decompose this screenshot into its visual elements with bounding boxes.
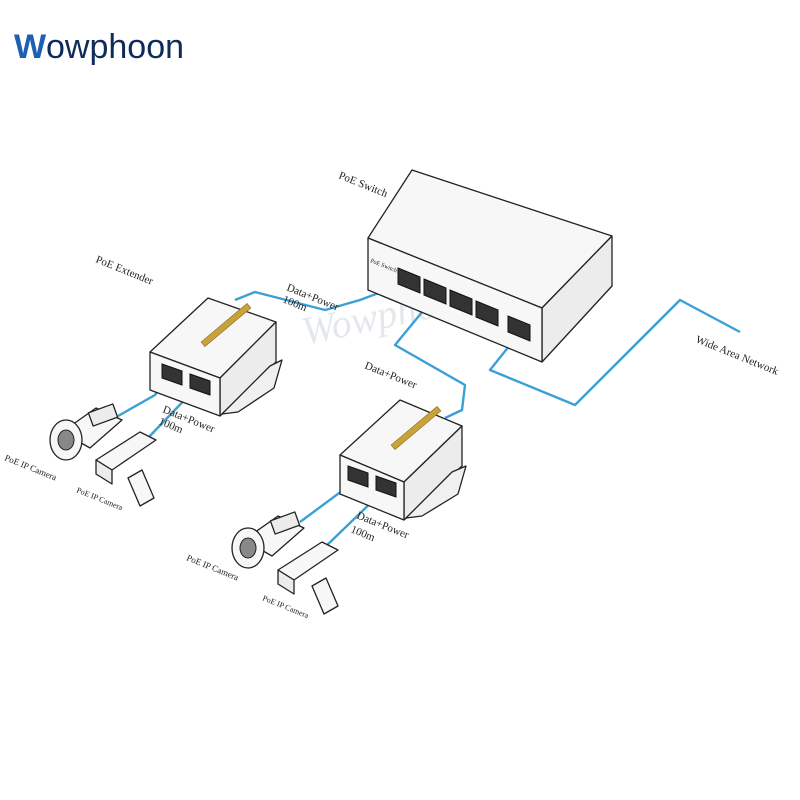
switch-port-4 [475,300,499,327]
right-extender-port-1 [347,465,369,488]
brand-logo: W owphoon [14,28,184,66]
left-extender-label: PoE Extender [94,254,155,288]
left-box-body [95,431,157,471]
left-box-stand [127,469,155,507]
switch-port-1 [397,267,421,294]
left-extender-port-1 [161,363,183,386]
switch-port-uplink [507,315,531,342]
label-wan: Wide Area Network [694,334,781,378]
right-extender-mount [405,465,467,519]
right-box-body [277,541,339,581]
right-box-camera [277,541,339,615]
label-left-bullet-camera: PoE IP Camera [3,453,58,483]
left-bullet-mount [87,403,119,427]
left-box-camera [95,431,157,507]
right-box-front [277,569,295,595]
switch-label: PoE Switch [337,170,390,201]
left-box-front [95,459,113,485]
left-extender-sticker [200,302,252,348]
right-box-stand [311,577,339,615]
left-extender-port-2 [189,373,211,396]
poe-extender-left [149,297,283,417]
switch-port-2 [423,278,447,305]
right-bullet-camera [231,511,305,569]
cable-wan [488,298,741,407]
left-bullet-camera [49,403,123,461]
switch-port-3 [449,289,473,316]
right-extender-port-2 [375,475,397,498]
cable-switch-to-right-extender [393,299,467,420]
left-bullet-lens [57,429,75,451]
label-right-box-camera: PoE IP Camera [261,594,310,621]
label-switch-right-line1: Data+Power [363,360,419,392]
left-extender-mount [221,359,283,415]
poe-switch: PoE Switch [367,169,613,363]
label-right-bullet-camera: PoE IP Camera [185,553,240,583]
right-bullet-mount [269,511,301,535]
right-extender-sticker [390,405,442,451]
logo-letter: W [14,28,47,66]
poe-extender-right [339,399,467,521]
label-left-box-camera: PoE IP Camera [75,486,124,513]
logo-wordmark: owphoon [46,28,184,66]
right-bullet-lens [239,537,257,559]
